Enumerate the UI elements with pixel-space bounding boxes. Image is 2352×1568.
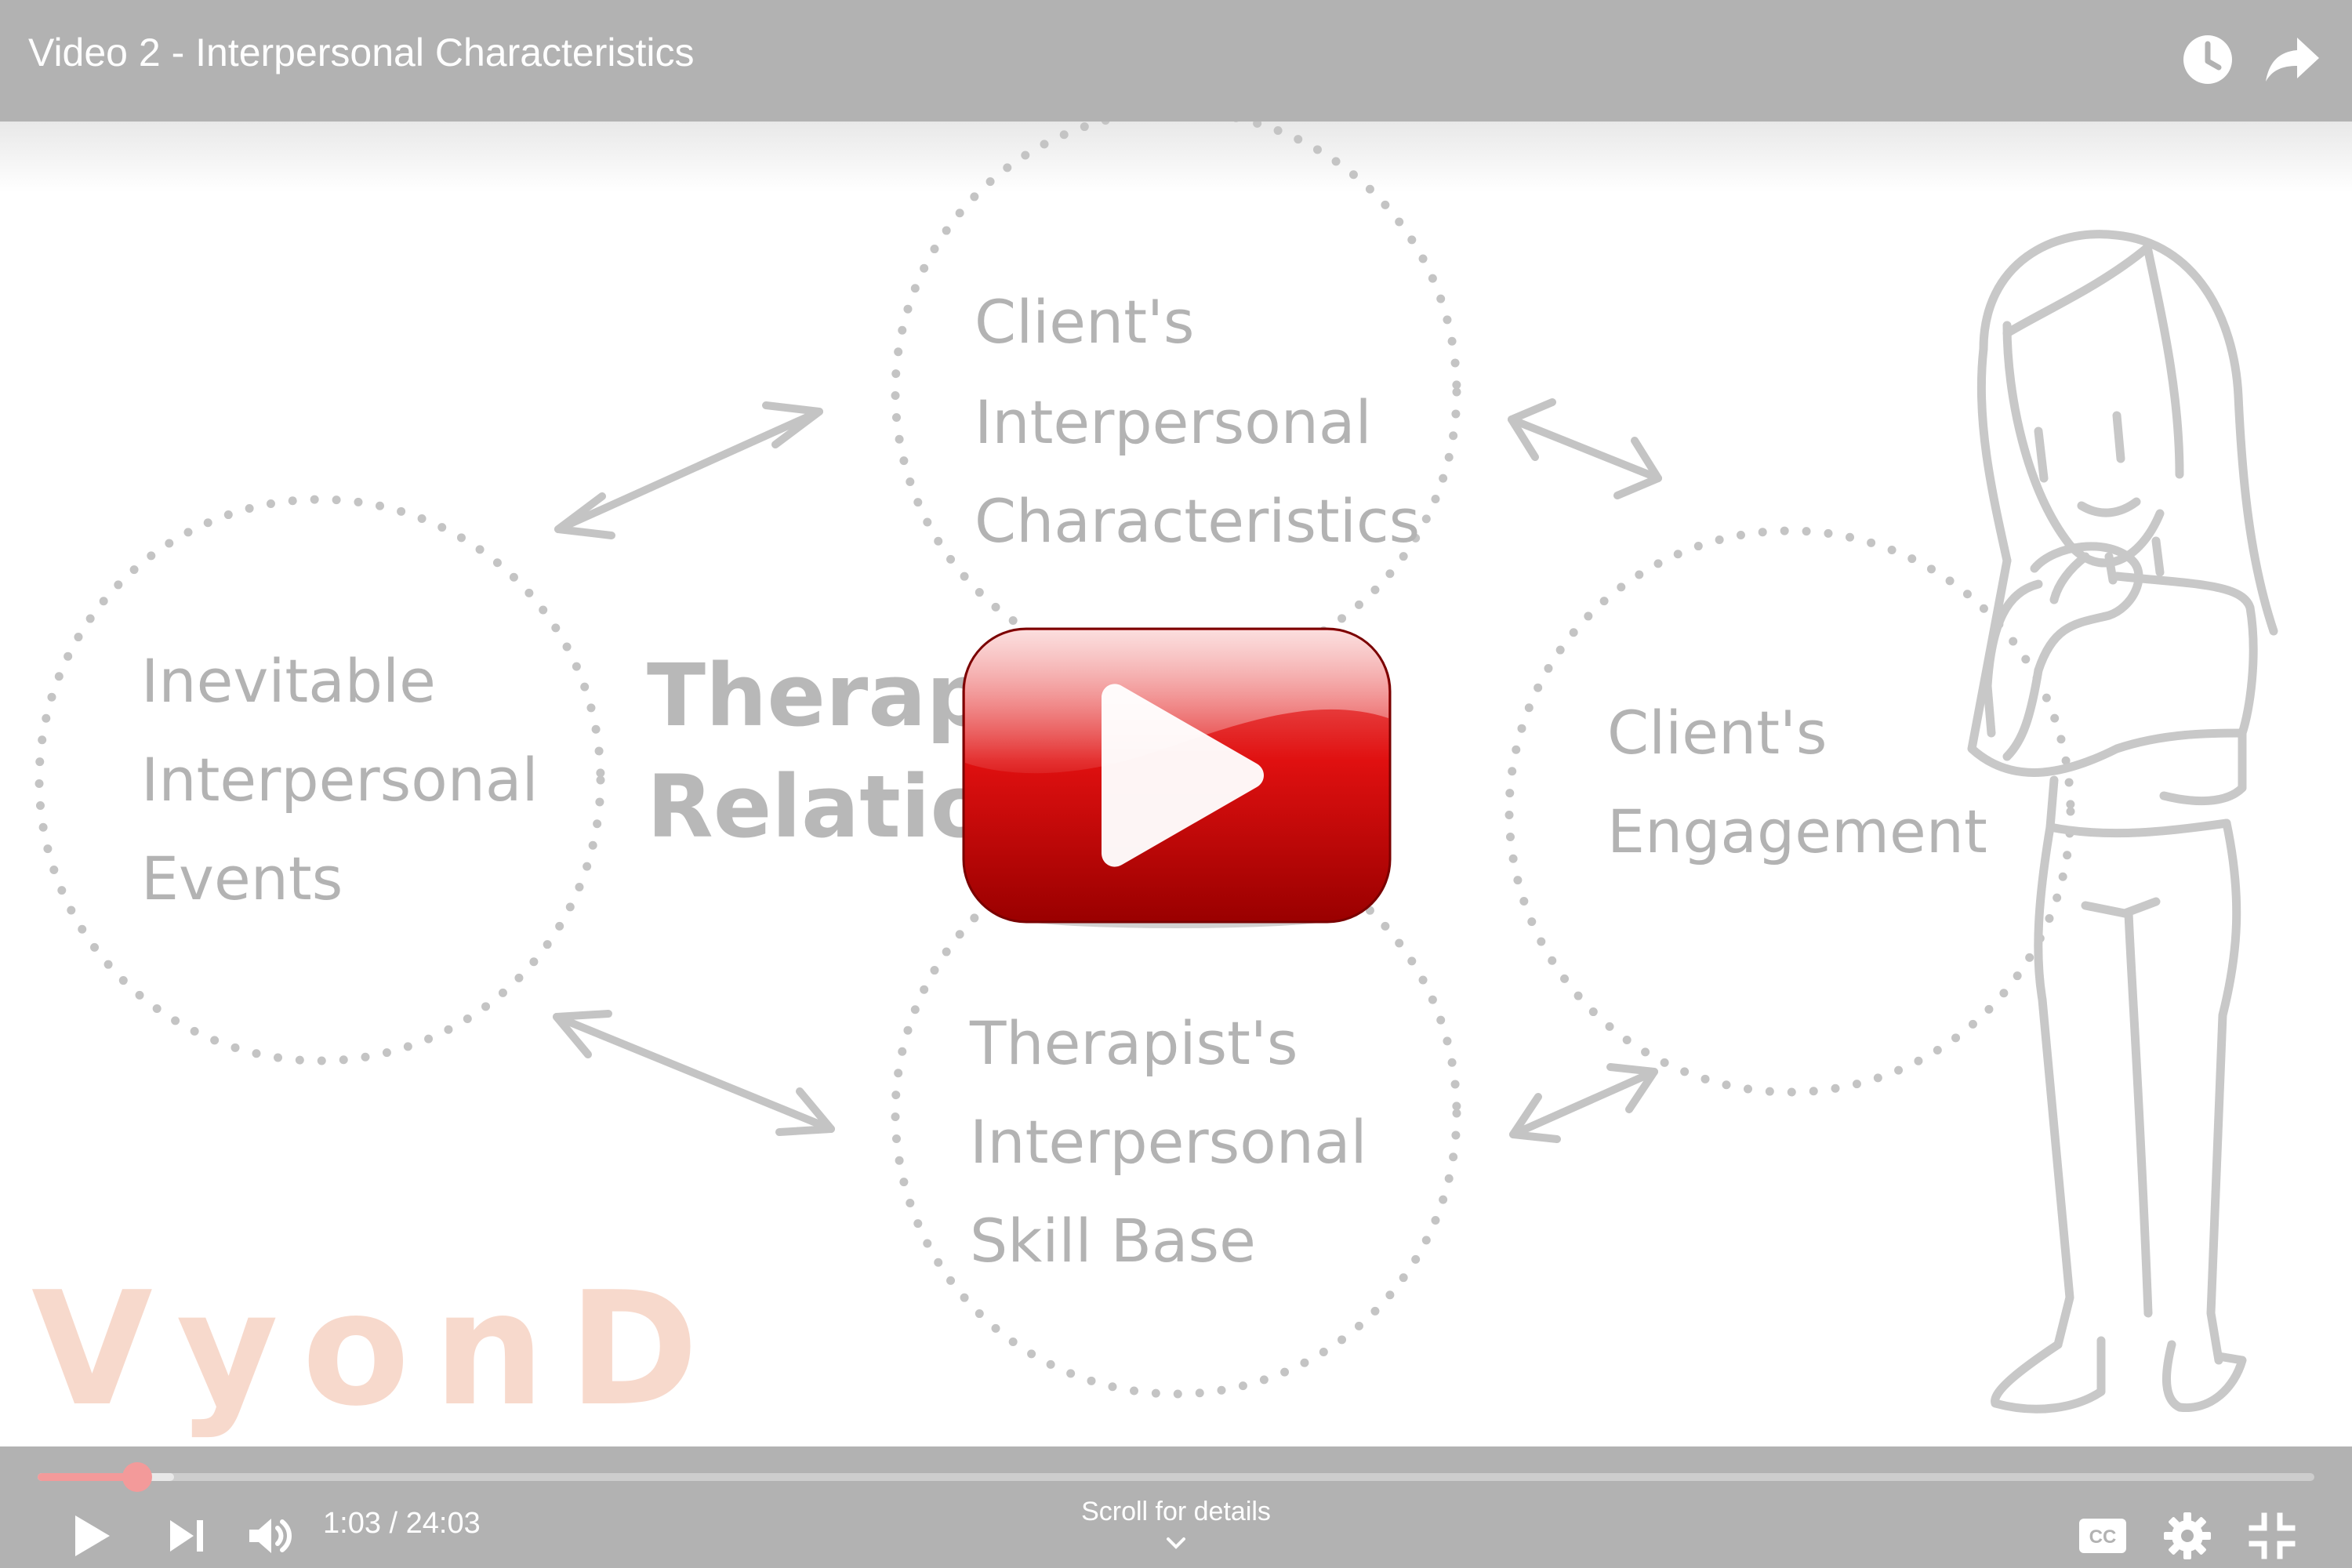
arrow-bottom-right: [1509, 1063, 1658, 1143]
diagram-canvas: Client's Interpersonal Characteristics I…: [0, 122, 2352, 1441]
node-left-line2: Interpersonal: [141, 745, 539, 815]
arrow-left-bottom: [553, 1010, 835, 1136]
gear-icon[interactable]: [2159, 1508, 2216, 1564]
node-top-line1: Client's: [975, 287, 1195, 357]
clock-icon[interactable]: [2178, 30, 2238, 89]
vyond-watermark: VyonD: [31, 1258, 722, 1441]
play-icon[interactable]: [63, 1508, 119, 1564]
frame-top-shade: [0, 122, 2352, 192]
node-right-line1: Client's: [1607, 698, 1828, 768]
node-bottom-line3: Skill Base: [970, 1206, 1256, 1276]
progress-bar[interactable]: [38, 1462, 2314, 1492]
cc-icon[interactable]: CC: [2074, 1508, 2131, 1564]
node-right-line2: Engagement: [1607, 797, 1987, 866]
node-top-line3: Characteristics: [975, 486, 1420, 556]
node-bottom-line1: Therapist's: [969, 1008, 1298, 1078]
progress-scrubber-handle[interactable]: [122, 1462, 152, 1492]
video-frame[interactable]: Client's Interpersonal Characteristics I…: [0, 122, 2352, 1446]
progress-played: [38, 1473, 137, 1481]
volume-icon[interactable]: [243, 1509, 296, 1563]
node-left-line1: Inevitable: [141, 646, 436, 716]
youtube-play-icon[interactable]: [960, 626, 1393, 931]
player-control-bar: 1:03 / 24:03 Scroll for details CC: [0, 1446, 2352, 1568]
node-left-line3: Events: [141, 844, 343, 913]
node-bottom-line2: Interpersonal: [970, 1107, 1367, 1177]
video-title[interactable]: Video 2 - Interpersonal Characteristics: [28, 31, 695, 74]
node-circle-left: [34, 495, 605, 1065]
woman-illustration: [1967, 230, 2278, 1414]
arrow-left-top: [554, 401, 823, 539]
video-title-bar: Video 2 - Interpersonal Characteristics: [0, 0, 2352, 122]
arrow-top-right: [1508, 398, 1662, 499]
chevron-down-icon[interactable]: [1163, 1534, 1189, 1553]
node-top-line2: Interpersonal: [975, 387, 1372, 457]
exit-fullscreen-icon[interactable]: [2244, 1508, 2300, 1564]
skip-next-icon[interactable]: [161, 1511, 211, 1561]
scroll-for-details[interactable]: Scroll for details: [1081, 1497, 1271, 1526]
svg-text:CC: CC: [2089, 1526, 2117, 1548]
node-circle-right: [1504, 526, 2075, 1097]
time-display: 1:03 / 24:03: [323, 1507, 481, 1540]
share-arrow-icon[interactable]: [2263, 30, 2322, 89]
node-circle-bottom: [891, 828, 1461, 1399]
